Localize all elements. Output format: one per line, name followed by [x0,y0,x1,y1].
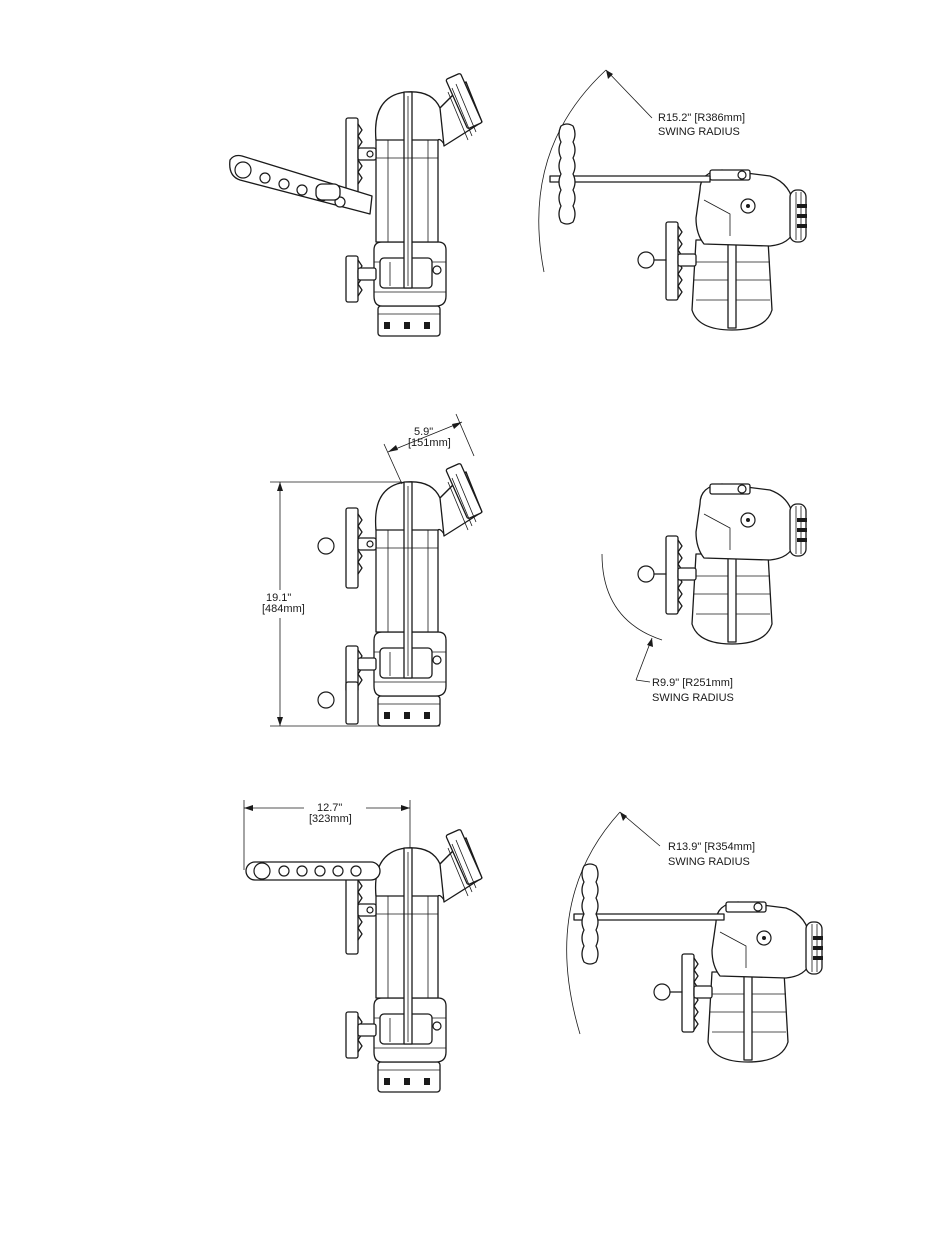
view-2-top-drawing [638,484,807,644]
view-3-swing-radius-caption: SWING RADIUS [668,856,750,868]
view-2-side-drawing [318,463,482,726]
view-1-side-drawing [230,73,483,336]
view-2-swing-radius-value: R9.9" [R251mm] [652,677,733,689]
view-2-swing-radius-caption: SWING RADIUS [652,692,734,704]
view-2-height-metric: [484mm] [262,603,305,615]
view-3-swing-radius-value: R13.9" [R354mm] [668,841,755,853]
view-2-side-offset-metric: [151mm] [408,437,451,449]
view-1-swing-radius-value: R15.2" [R386mm] [658,112,745,124]
view-3-side-drawing [246,829,482,1092]
view-3-handle-length-metric: [323mm] [309,813,352,825]
view-1-top-drawing [539,70,807,330]
view-2-swing-arc [602,554,662,640]
view-1-swing-radius-caption: SWING RADIUS [658,126,740,138]
